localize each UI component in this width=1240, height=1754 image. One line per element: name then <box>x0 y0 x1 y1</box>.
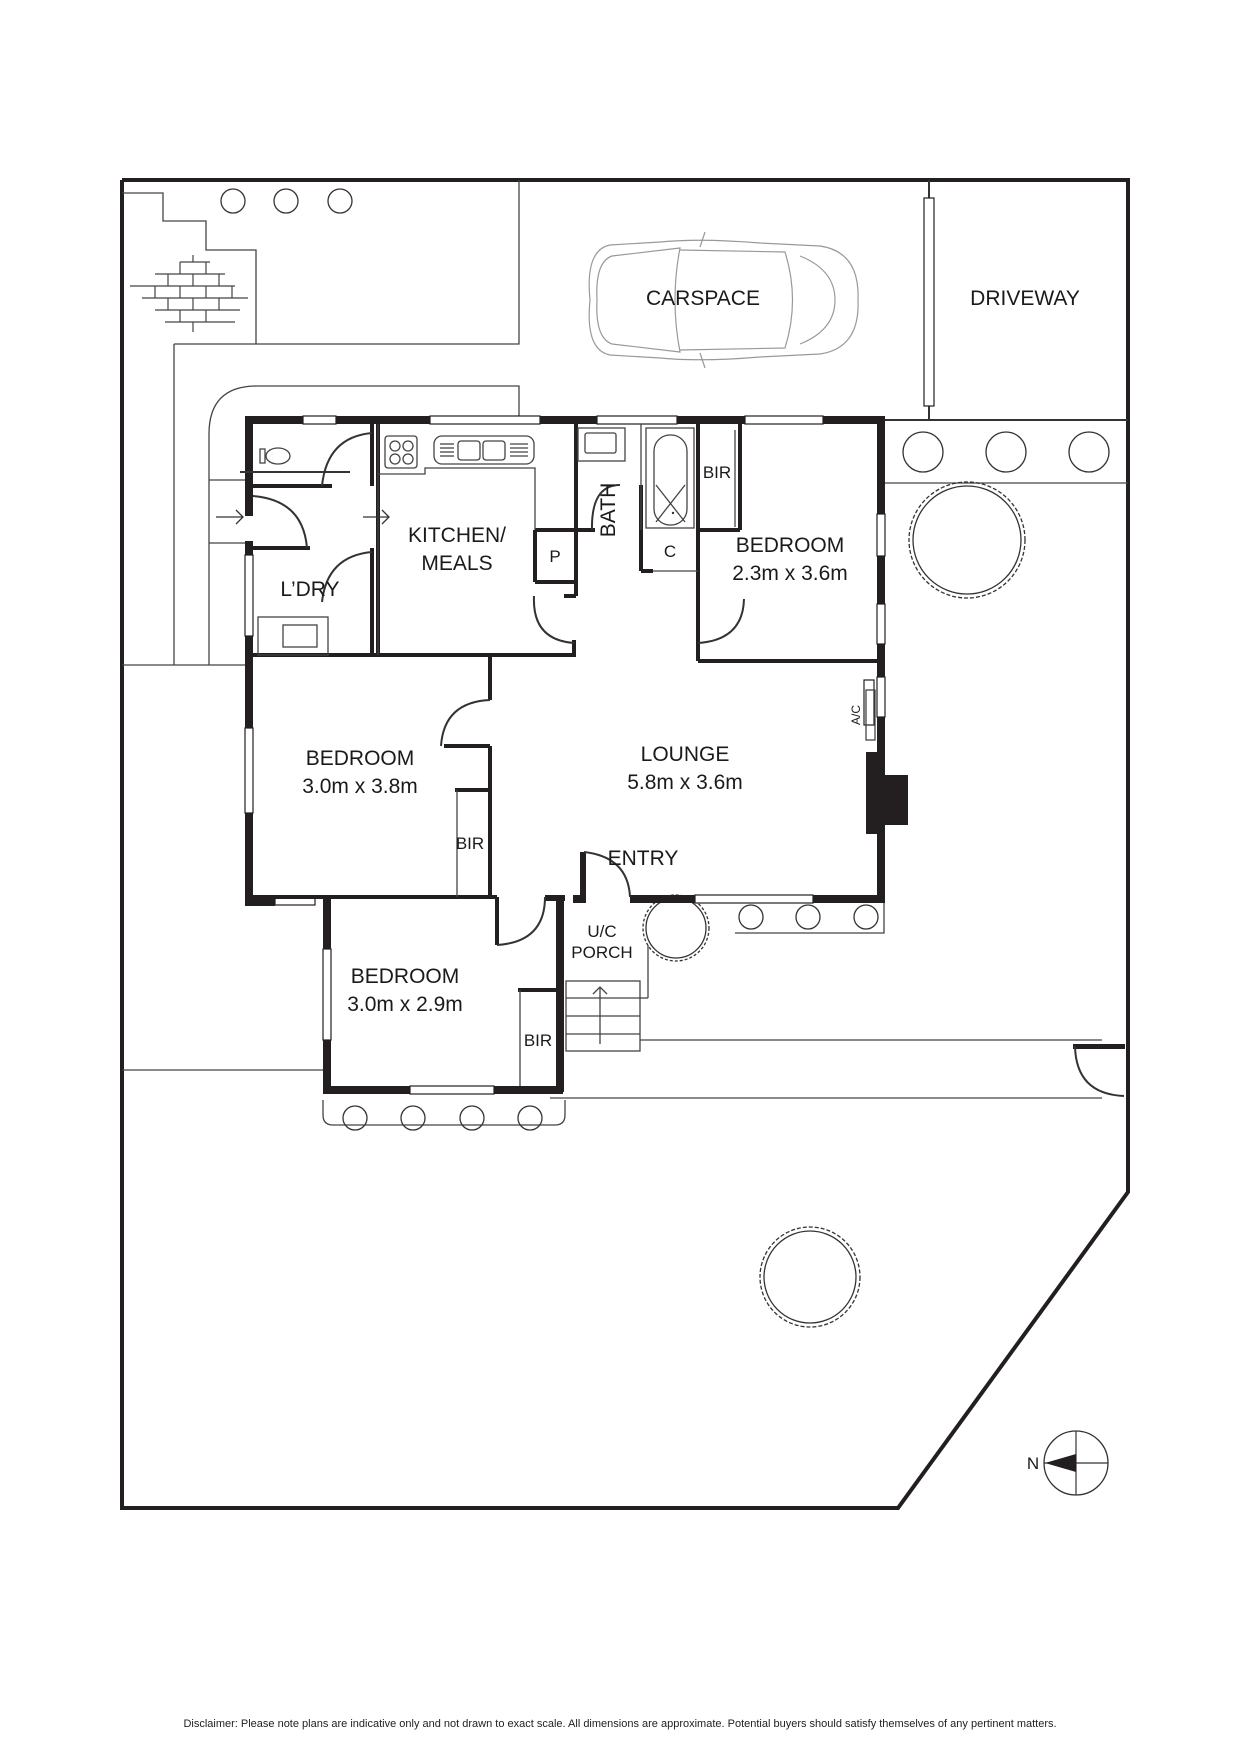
entry-label: ENTRY <box>608 847 679 870</box>
driveway-label: DRIVEWAY <box>970 287 1080 310</box>
property-boundary <box>120 178 1130 1510</box>
cupboard-label: C <box>664 542 676 561</box>
entry-arrow-icons <box>216 509 390 525</box>
disclaimer-text: Disclaimer: Please note plans are indica… <box>183 1718 1057 1730</box>
windows <box>244 415 886 1095</box>
toilet-icon <box>259 447 291 465</box>
compass-north-label: N <box>1027 1454 1039 1473</box>
porch-label-2: PORCH <box>571 943 632 962</box>
bedroom-ne-dimensions: 2.3m x 3.6m <box>732 562 848 585</box>
bedroom-w-dimensions: 3.0m x 3.8m <box>302 775 418 798</box>
bir-w-label: BIR <box>456 834 484 853</box>
bir-sw-label: BIR <box>524 1031 552 1050</box>
lounge-dimensions: 5.8m x 3.6m <box>627 771 743 794</box>
vanity-icon <box>577 427 626 462</box>
tree-icons <box>642 481 1026 1328</box>
kitchen-label-2: MEALS <box>421 552 492 575</box>
ac-unit <box>865 689 876 741</box>
shrub-icons <box>220 188 1110 1131</box>
landscape-lines <box>122 180 1128 1126</box>
labels: CARSPACE DRIVEWAY KITCHEN/ MEALS L’DRY B… <box>280 287 1079 1050</box>
door-swings <box>240 432 745 946</box>
car-icon <box>588 231 859 369</box>
kitchen-label: KITCHEN/ <box>408 524 506 547</box>
ac-label: A/C <box>849 705 863 725</box>
thin-partitions <box>377 424 736 1086</box>
laundry-tub-icon <box>257 616 329 656</box>
interior-walls <box>253 424 877 992</box>
bedroom-w-label: BEDROOM <box>306 747 415 770</box>
bedroom-ne-label: BEDROOM <box>736 534 845 557</box>
bedroom-sw-dimensions: 3.0m x 2.9m <box>347 993 463 1016</box>
paving-icon <box>130 255 248 332</box>
bedroom-sw-label: BEDROOM <box>351 965 460 988</box>
side-gate <box>1073 1044 1125 1097</box>
lounge-label: LOUNGE <box>641 743 730 766</box>
porch-label: U/C <box>587 922 616 941</box>
pantry-label: P <box>549 547 560 566</box>
compass-icon: N <box>1027 1430 1109 1496</box>
bir-ne-label: BIR <box>703 463 731 482</box>
laundry-label: L’DRY <box>280 578 339 601</box>
sink-icon <box>433 435 535 465</box>
bath-label: BATH <box>597 483 620 537</box>
carspace-label: CARSPACE <box>646 287 760 310</box>
steps-icon <box>565 945 649 1052</box>
cooktop-icon <box>384 435 418 469</box>
fixtures <box>257 427 876 1052</box>
bathtub-icon <box>645 427 695 529</box>
